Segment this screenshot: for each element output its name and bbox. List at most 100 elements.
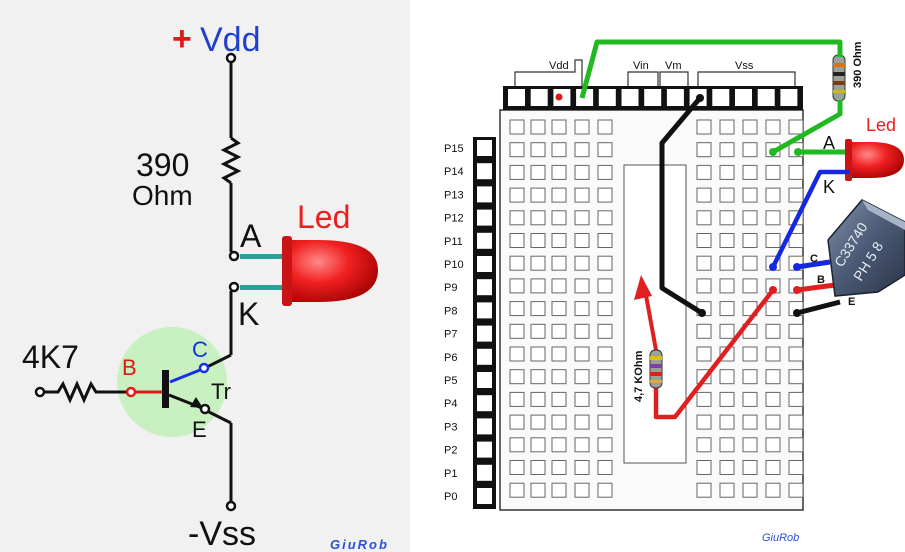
breadboard-hole: [574, 233, 590, 248]
breadboard-hole: [788, 414, 804, 430]
transistor-label: Tr: [211, 379, 231, 404]
breadboard-hole: [765, 164, 781, 180]
breadboard-hole: [509, 437, 525, 453]
breadboard-hole: [509, 119, 525, 135]
vss-terminal: [225, 500, 237, 512]
breadboard-hole: [788, 369, 804, 385]
breadboard-hole: [551, 233, 567, 248]
pin-label: P11: [444, 236, 463, 248]
breadboard-hole: [551, 142, 567, 158]
breadboard-hole: [530, 233, 546, 248]
breadboard-hole: [574, 460, 590, 475]
breadboard-hole: [574, 437, 590, 453]
breadboard-hole: [719, 301, 735, 317]
header-hole: [735, 89, 752, 106]
breadboard-hole: [719, 437, 735, 453]
transistor-component: C33740 PH 5 8: [827, 199, 905, 297]
emitter-leg: [796, 299, 841, 316]
header-hole: [757, 89, 775, 106]
breadboard-hole: [765, 369, 781, 385]
breadboard-hole: [742, 482, 758, 498]
breadboard-hole: [597, 142, 613, 158]
pin-header-strip: [473, 137, 496, 509]
pin-label: P12: [444, 213, 464, 225]
wire-green-vdd: [579, 39, 843, 99]
plus-sign: +: [172, 20, 192, 58]
breadboard-hole: [530, 164, 546, 180]
pin-label: P7: [444, 329, 457, 341]
breadboard-hole: [696, 482, 712, 498]
collector-label: C: [192, 337, 208, 362]
bb-led-label: Led: [866, 115, 896, 135]
collector-terminal: [198, 362, 210, 374]
breadboard-hole: [530, 460, 546, 475]
breadboard-hole: [551, 391, 567, 407]
breadboard-hole: [574, 323, 590, 339]
collector-lead: [169, 366, 206, 384]
pin-hole: [477, 348, 492, 365]
breadboard-hole: [765, 119, 781, 135]
breadboard-hole: [719, 369, 735, 385]
collector-leg: [796, 259, 831, 270]
pin-label: P13: [444, 189, 464, 201]
resistor-390-component: [832, 54, 846, 102]
breadboard-hole: [696, 346, 712, 362]
breadboard-hole: [597, 437, 613, 453]
breadboard-hole: [574, 255, 590, 271]
breadboard-hole: [765, 482, 781, 498]
breadboard-hole: [574, 482, 590, 498]
breadboard-hole: [696, 233, 712, 248]
pin-label: P4: [444, 398, 457, 410]
breadboard-hole: [530, 323, 546, 339]
bb-cathode-label: K: [823, 177, 835, 197]
breadboard-hole: [788, 391, 804, 407]
breadboard-hole: [509, 233, 525, 248]
breadboard-hole: [765, 323, 781, 339]
breadboard-hole: [765, 437, 781, 453]
breadboard-hole: [742, 119, 758, 135]
breadboard-hole: [719, 142, 735, 158]
breadboard-hole: [719, 233, 735, 248]
breadboard-hole: [597, 233, 613, 248]
header-label-vin: Vin: [633, 60, 649, 72]
vdd-header-dot: [555, 93, 563, 101]
breadboard-hole: [551, 119, 567, 135]
breadboard-hole: [696, 460, 712, 475]
breadboard-hole: [696, 323, 712, 339]
breadboard-hole: [509, 187, 525, 203]
header-hole: [508, 89, 525, 106]
breadboard-hole: [551, 369, 567, 385]
breadboard-hole: [765, 233, 781, 248]
breadboard-hole: [765, 346, 781, 362]
bb-anode-label: A: [823, 133, 835, 153]
bb-base-label: B: [817, 274, 825, 286]
breadboard-hole: [530, 142, 546, 158]
breadboard-hole: [597, 346, 613, 362]
breadboard-hole: [530, 437, 546, 453]
breadboard-hole: [719, 187, 735, 203]
anode-label: A: [240, 218, 262, 254]
breadboard-hole: [719, 119, 735, 135]
breadboard-hole: [597, 369, 613, 385]
breadboard-hole: [574, 278, 590, 294]
header-hole: [598, 89, 616, 106]
pin-hole: [477, 163, 492, 180]
breadboard-hole: [788, 460, 804, 475]
pin-label: P3: [444, 421, 457, 433]
breadboard-hole: [696, 437, 712, 453]
breadboard-diagram: Vdd Vin Vm Vss P15P14P13P12P11P10P9P8P7P…: [444, 39, 905, 544]
breadboard-hole: [530, 391, 546, 407]
breadboard-hole: [696, 164, 712, 180]
breadboard-hole: [742, 142, 758, 158]
breadboard-hole: [509, 460, 525, 475]
pin-hole: [477, 186, 492, 203]
breadboard-hole: [551, 482, 567, 498]
breadboard-hole: [696, 278, 712, 294]
cathode-label: K: [238, 296, 259, 332]
pin-hole: [477, 325, 492, 342]
breadboard-hole: [509, 142, 525, 158]
vdd-terminal: [225, 52, 237, 64]
breadboard-hole: [530, 301, 546, 317]
breadboard-hole: [719, 482, 735, 498]
emitter-terminal: [199, 403, 211, 415]
